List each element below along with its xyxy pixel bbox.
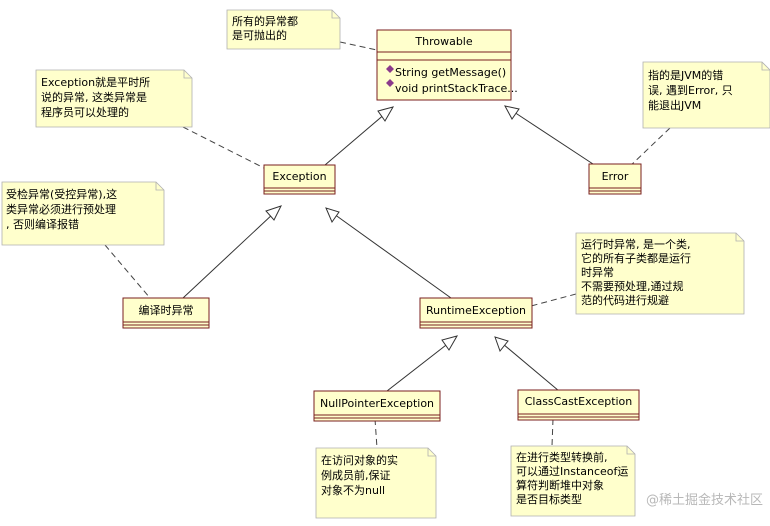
connector-runtime-note [530, 293, 577, 307]
inherit-error-throwable [513, 111, 594, 165]
arrow-npe-runtime [441, 335, 459, 351]
class-checked-exception: 编译时异常 [122, 297, 210, 329]
class-name-npe: NullPointerException [320, 397, 434, 410]
inherit-checked-exception [182, 212, 275, 299]
class-name-cce: ClassCastException [525, 395, 633, 408]
note-npe-line-1: 在访问对象的实 [321, 453, 398, 467]
note-checked-line-1: 受检异常(受控异常),这 [6, 187, 117, 201]
arrow-error-throwable [504, 105, 520, 120]
note-cce-line-4: 是否目标类型 [516, 492, 582, 506]
note-error: 指的是JVM的错 误, 遇到Error, 只 能退出JVM [642, 61, 770, 129]
arrow-runtime-exception [325, 207, 340, 224]
class-name-runtime: RuntimeException [426, 304, 526, 317]
inherit-runtime-exception [333, 213, 452, 299]
note-exception-line-3: 程序员可以处理的 [41, 105, 129, 119]
note-checked-line-3: , 否则编译报错 [6, 217, 79, 231]
connector-throwable-note [339, 41, 378, 51]
note-runtime-line-5: 范的代码进行规避 [581, 293, 669, 307]
arrow-checked-exception [265, 205, 282, 221]
connector-exception-note [182, 126, 265, 169]
note-exception: Exception就是平时所 说的异常, 这类异常是 程序员可以处理的 [35, 69, 193, 128]
method-printstacktrace: void printStackTrace... [395, 82, 518, 95]
class-name-throwable: Throwable [414, 35, 472, 48]
note-cce-line-3: 算符判断堆中对象 [516, 478, 604, 492]
inheritance-lines [182, 105, 594, 392]
note-error-line-2: 误, 遇到Error, 只 [648, 84, 733, 97]
note-cce: 在进行类型转换前, 可以通过Instanceof运 算符判断堆中对象 是否目标类… [510, 445, 636, 517]
connector-npe-note [374, 418, 378, 449]
note-npe-line-3: 对象不为null [321, 483, 385, 497]
class-name-exception: Exception [272, 170, 326, 183]
note-npe: 在访问对象的实 例成员前,保证 对象不为null [315, 447, 437, 519]
class-throwable: Throwable String getMessage() void print… [376, 29, 518, 101]
connector-checked-note [104, 244, 151, 299]
note-throwable: 所有的异常都 是可抛出的 [226, 9, 341, 50]
note-throwable-line-2: 是可抛出的 [232, 28, 287, 42]
class-class-cast-exception: ClassCastException [517, 389, 640, 421]
note-cce-line-1: 在进行类型转换前, [516, 450, 608, 464]
class-error: Error [588, 163, 642, 195]
method-icon [386, 79, 394, 87]
class-name-checked: 编译时异常 [139, 303, 194, 317]
method-icon [386, 65, 394, 73]
inherit-exception-throwable [324, 112, 387, 166]
note-exception-line-2: 说的异常, 这类异常是 [41, 90, 147, 104]
note-runtime-line-4: 不需要预处理,通过规 [581, 279, 684, 293]
note-error-line-1: 指的是JVM的错 [648, 68, 723, 82]
class-name-error: Error [602, 170, 629, 183]
note-checked-line-2: 类异常必须进行预处理 [6, 202, 116, 216]
inherit-npe-runtime [386, 341, 451, 392]
note-checked: 受检异常(受控异常),这 类异常必须进行预处理 , 否则编译报错 [1, 181, 165, 246]
note-connectors [104, 41, 671, 449]
note-error-line-3: 能退出JVM [648, 98, 701, 112]
connector-error-note [627, 127, 671, 169]
note-exception-line-1: Exception就是平时所 [41, 75, 150, 89]
watermark: @稀土掘金技术社区 [646, 492, 763, 508]
inherit-cce-runtime [502, 343, 560, 392]
method-getmessage: String getMessage() [395, 66, 506, 79]
arrow-exception-throwable [377, 106, 395, 122]
class-exception: Exception [263, 164, 336, 195]
arrow-cce-runtime [494, 336, 509, 353]
class-runtime-exception: RuntimeException [419, 297, 533, 329]
note-cce-line-2: 可以通过Instanceof运 [516, 465, 628, 478]
note-npe-line-2: 例成员前,保证 [321, 468, 391, 482]
note-runtime: 运行时异常, 是一个类, 它的所有子类都是运行 时异常 不需要预处理,通过规 范… [575, 232, 745, 315]
connector-cce-note [551, 418, 554, 447]
note-throwable-line-1: 所有的异常都 [232, 14, 298, 28]
class-null-pointer-exception: NullPointerException [313, 390, 441, 422]
note-runtime-line-1: 运行时异常, 是一个类, [581, 237, 691, 251]
note-runtime-line-2: 它的所有子类都是运行 [581, 251, 691, 265]
note-runtime-line-3: 时异常 [581, 266, 614, 279]
